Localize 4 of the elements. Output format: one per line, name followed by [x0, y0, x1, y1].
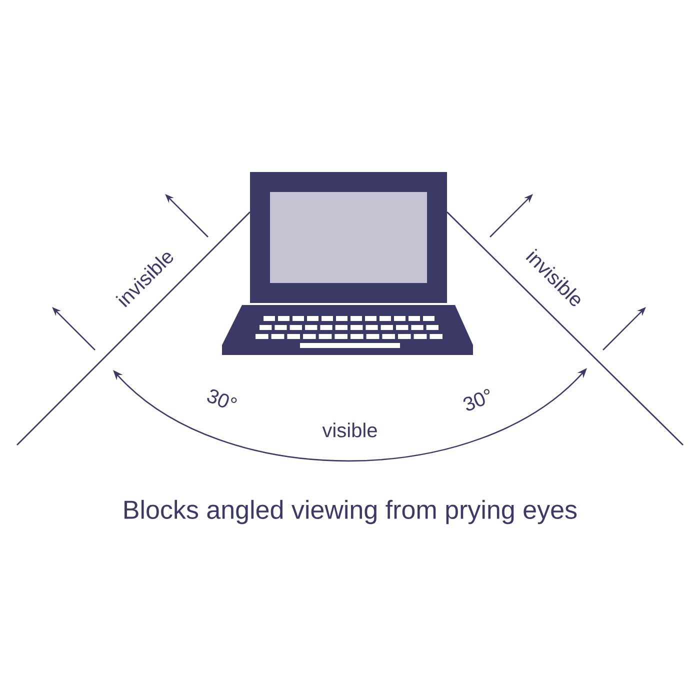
caption-text: Blocks angled viewing from prying eyes	[124, 500, 577, 524]
label-text: 30°	[463, 389, 490, 411]
label-text: visible	[322, 422, 377, 438]
label-text: 30°	[207, 389, 237, 408]
